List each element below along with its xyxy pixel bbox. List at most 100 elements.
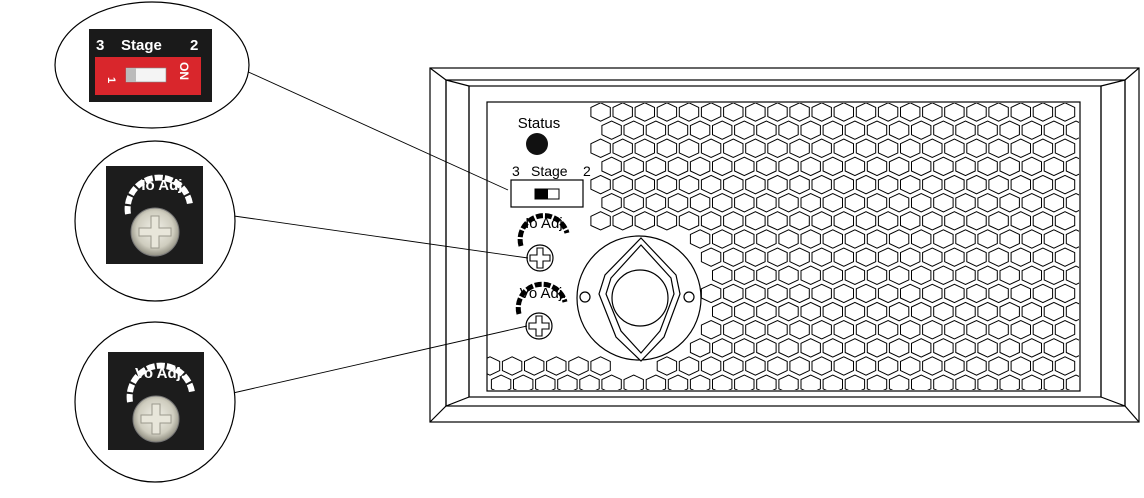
grille-hole <box>778 229 799 249</box>
grille-hole <box>922 103 943 122</box>
grille-hole <box>678 103 700 122</box>
grille-hole <box>955 374 976 390</box>
grille-hole <box>634 138 655 159</box>
grille-hole <box>855 247 877 267</box>
grille-hole <box>966 211 987 231</box>
callout-stage-right: 2 <box>190 37 198 54</box>
grille-hole <box>1032 319 1054 340</box>
grille-hole <box>723 319 744 340</box>
grille-hole <box>822 301 843 322</box>
grille-hole <box>778 156 799 177</box>
grille-hole <box>866 265 888 286</box>
grille-hole <box>712 192 733 213</box>
grille-hole <box>689 192 711 213</box>
grille-hole <box>745 103 766 122</box>
grille-hole <box>487 356 501 376</box>
grille-hole <box>866 120 888 140</box>
grille-hole <box>501 356 523 376</box>
grille-hole <box>1010 356 1031 376</box>
grille-hole <box>734 192 755 213</box>
grille-hole <box>700 138 722 159</box>
grille-hole <box>822 192 843 213</box>
grille-hole <box>667 192 689 213</box>
grille-hole <box>844 374 866 390</box>
grille-hole <box>977 301 998 322</box>
grille-hole <box>623 120 644 140</box>
grille-hole <box>866 192 888 213</box>
callout-dip-off-label: 1 <box>105 77 117 83</box>
grille-hole <box>1054 211 1076 231</box>
grille-hole <box>1054 247 1076 267</box>
grille-hole <box>833 283 854 304</box>
grille-hole <box>877 356 899 376</box>
grille-hole <box>1043 192 1065 213</box>
grille-hole <box>645 192 667 213</box>
grille-hole <box>811 103 832 122</box>
grille-hole <box>734 301 755 322</box>
grille-hole <box>811 211 832 231</box>
grille-hole <box>734 338 755 358</box>
grille-hole <box>877 103 899 122</box>
grille-hole <box>1021 156 1042 177</box>
grille-hole <box>944 247 965 267</box>
stage-dip-switch[interactable] <box>510 179 584 208</box>
stage-left-value: 3 <box>512 163 520 179</box>
grille-hole <box>1021 192 1042 213</box>
grille-hole <box>933 120 954 140</box>
grille-hole <box>700 356 722 376</box>
grille-hole <box>800 265 821 286</box>
grille-hole <box>900 174 921 195</box>
grille-hole <box>789 319 810 340</box>
grille-hole <box>866 156 888 177</box>
grille-hole <box>712 229 733 249</box>
grille-hole <box>933 338 954 358</box>
grille-hole <box>1043 265 1065 286</box>
grille-hole <box>900 356 921 376</box>
grille-hole <box>634 174 655 195</box>
grille-hole <box>1065 265 1079 286</box>
grille-hole <box>745 138 766 159</box>
grille-hole <box>822 374 843 390</box>
grille-hole <box>977 229 998 249</box>
grille-hole <box>988 283 1009 304</box>
io-adj-callout: Io Adj. <box>74 140 236 302</box>
callout-stage-label: Stage <box>121 37 162 54</box>
vo-adj-potentiometer[interactable] <box>525 312 553 340</box>
callout-stage-left: 3 <box>96 37 104 54</box>
grille-hole <box>999 120 1020 140</box>
grille-hole <box>911 374 932 390</box>
grille-hole <box>988 103 1009 122</box>
grille-hole <box>689 229 711 249</box>
io-adj-potentiometer[interactable] <box>526 244 554 272</box>
grille-hole <box>789 211 810 231</box>
grille-hole <box>1021 229 1042 249</box>
grille-hole <box>1065 338 1079 358</box>
grille-hole <box>800 156 821 177</box>
grille-hole <box>966 356 987 376</box>
grille-hole <box>988 247 1009 267</box>
grille-hole <box>800 374 821 390</box>
grille-hole <box>811 319 832 340</box>
grille-hole <box>1010 138 1031 159</box>
grille-hole <box>612 103 633 122</box>
grille-hole <box>712 265 733 286</box>
grille-hole <box>922 356 943 376</box>
grille-hole <box>922 138 943 159</box>
grille-hole <box>900 247 921 267</box>
grille-hole <box>933 156 954 177</box>
grille-hole <box>944 211 965 231</box>
grille-hole <box>811 356 832 376</box>
grille-hole <box>1021 338 1042 358</box>
grille-hole <box>689 374 711 390</box>
grille-hole <box>866 301 888 322</box>
grille-hole <box>933 301 954 322</box>
grille-hole <box>966 138 987 159</box>
grille-hole <box>723 247 744 267</box>
grille-hole <box>944 283 965 304</box>
grille-hole <box>645 156 667 177</box>
grille-hole <box>745 174 766 195</box>
grille-hole <box>524 356 545 376</box>
grille-hole <box>911 265 932 286</box>
callout-dip-on-label: ON <box>177 62 191 80</box>
grille-hole <box>911 301 932 322</box>
